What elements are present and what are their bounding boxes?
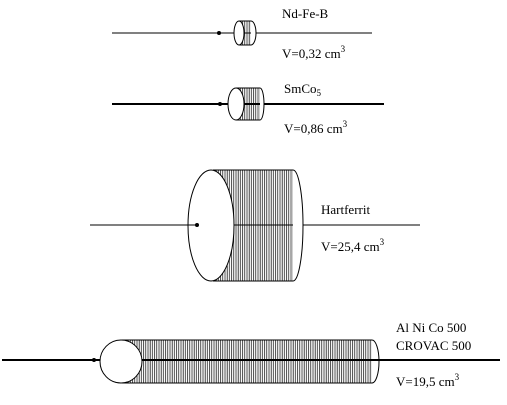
magnet-volume-label: V=0,86 cm3	[284, 119, 348, 136]
magnet-volume-label: V=0,32 cm3	[282, 44, 346, 61]
pivot-dot	[218, 102, 222, 106]
cylinder-alnico	[99, 339, 380, 384]
magnet-smco5: SmCo5 V=0,86 cm3	[112, 81, 384, 136]
cylinder-ndfeb	[233, 20, 257, 46]
magnet-volume-label: V=19,5 cm3	[396, 372, 460, 389]
pivot-dot	[217, 31, 221, 35]
magnet-name-label-2: CROVAC 500	[396, 338, 471, 353]
magnet-name-label: Al Ni Co 500	[396, 320, 466, 335]
magnet-ndfeb: Nd-Fe-B V=0,32 cm3	[112, 6, 372, 61]
magnet-name-label: SmCo5	[284, 81, 322, 98]
magnet-name-label: Nd-Fe-B	[282, 6, 329, 21]
magnet-volume-label: V=25,4 cm3	[321, 237, 385, 254]
magnet-hartferrit: Hartferrit V=25,4 cm3	[90, 169, 420, 282]
magnet-name-label: Hartferrit	[321, 202, 370, 217]
magnet-alnico: Al Ni Co 500 CROVAC 500 V=19,5 cm3	[2, 320, 500, 389]
cylinder-hartferrit	[187, 169, 304, 282]
cylinder-smco5	[227, 87, 265, 121]
